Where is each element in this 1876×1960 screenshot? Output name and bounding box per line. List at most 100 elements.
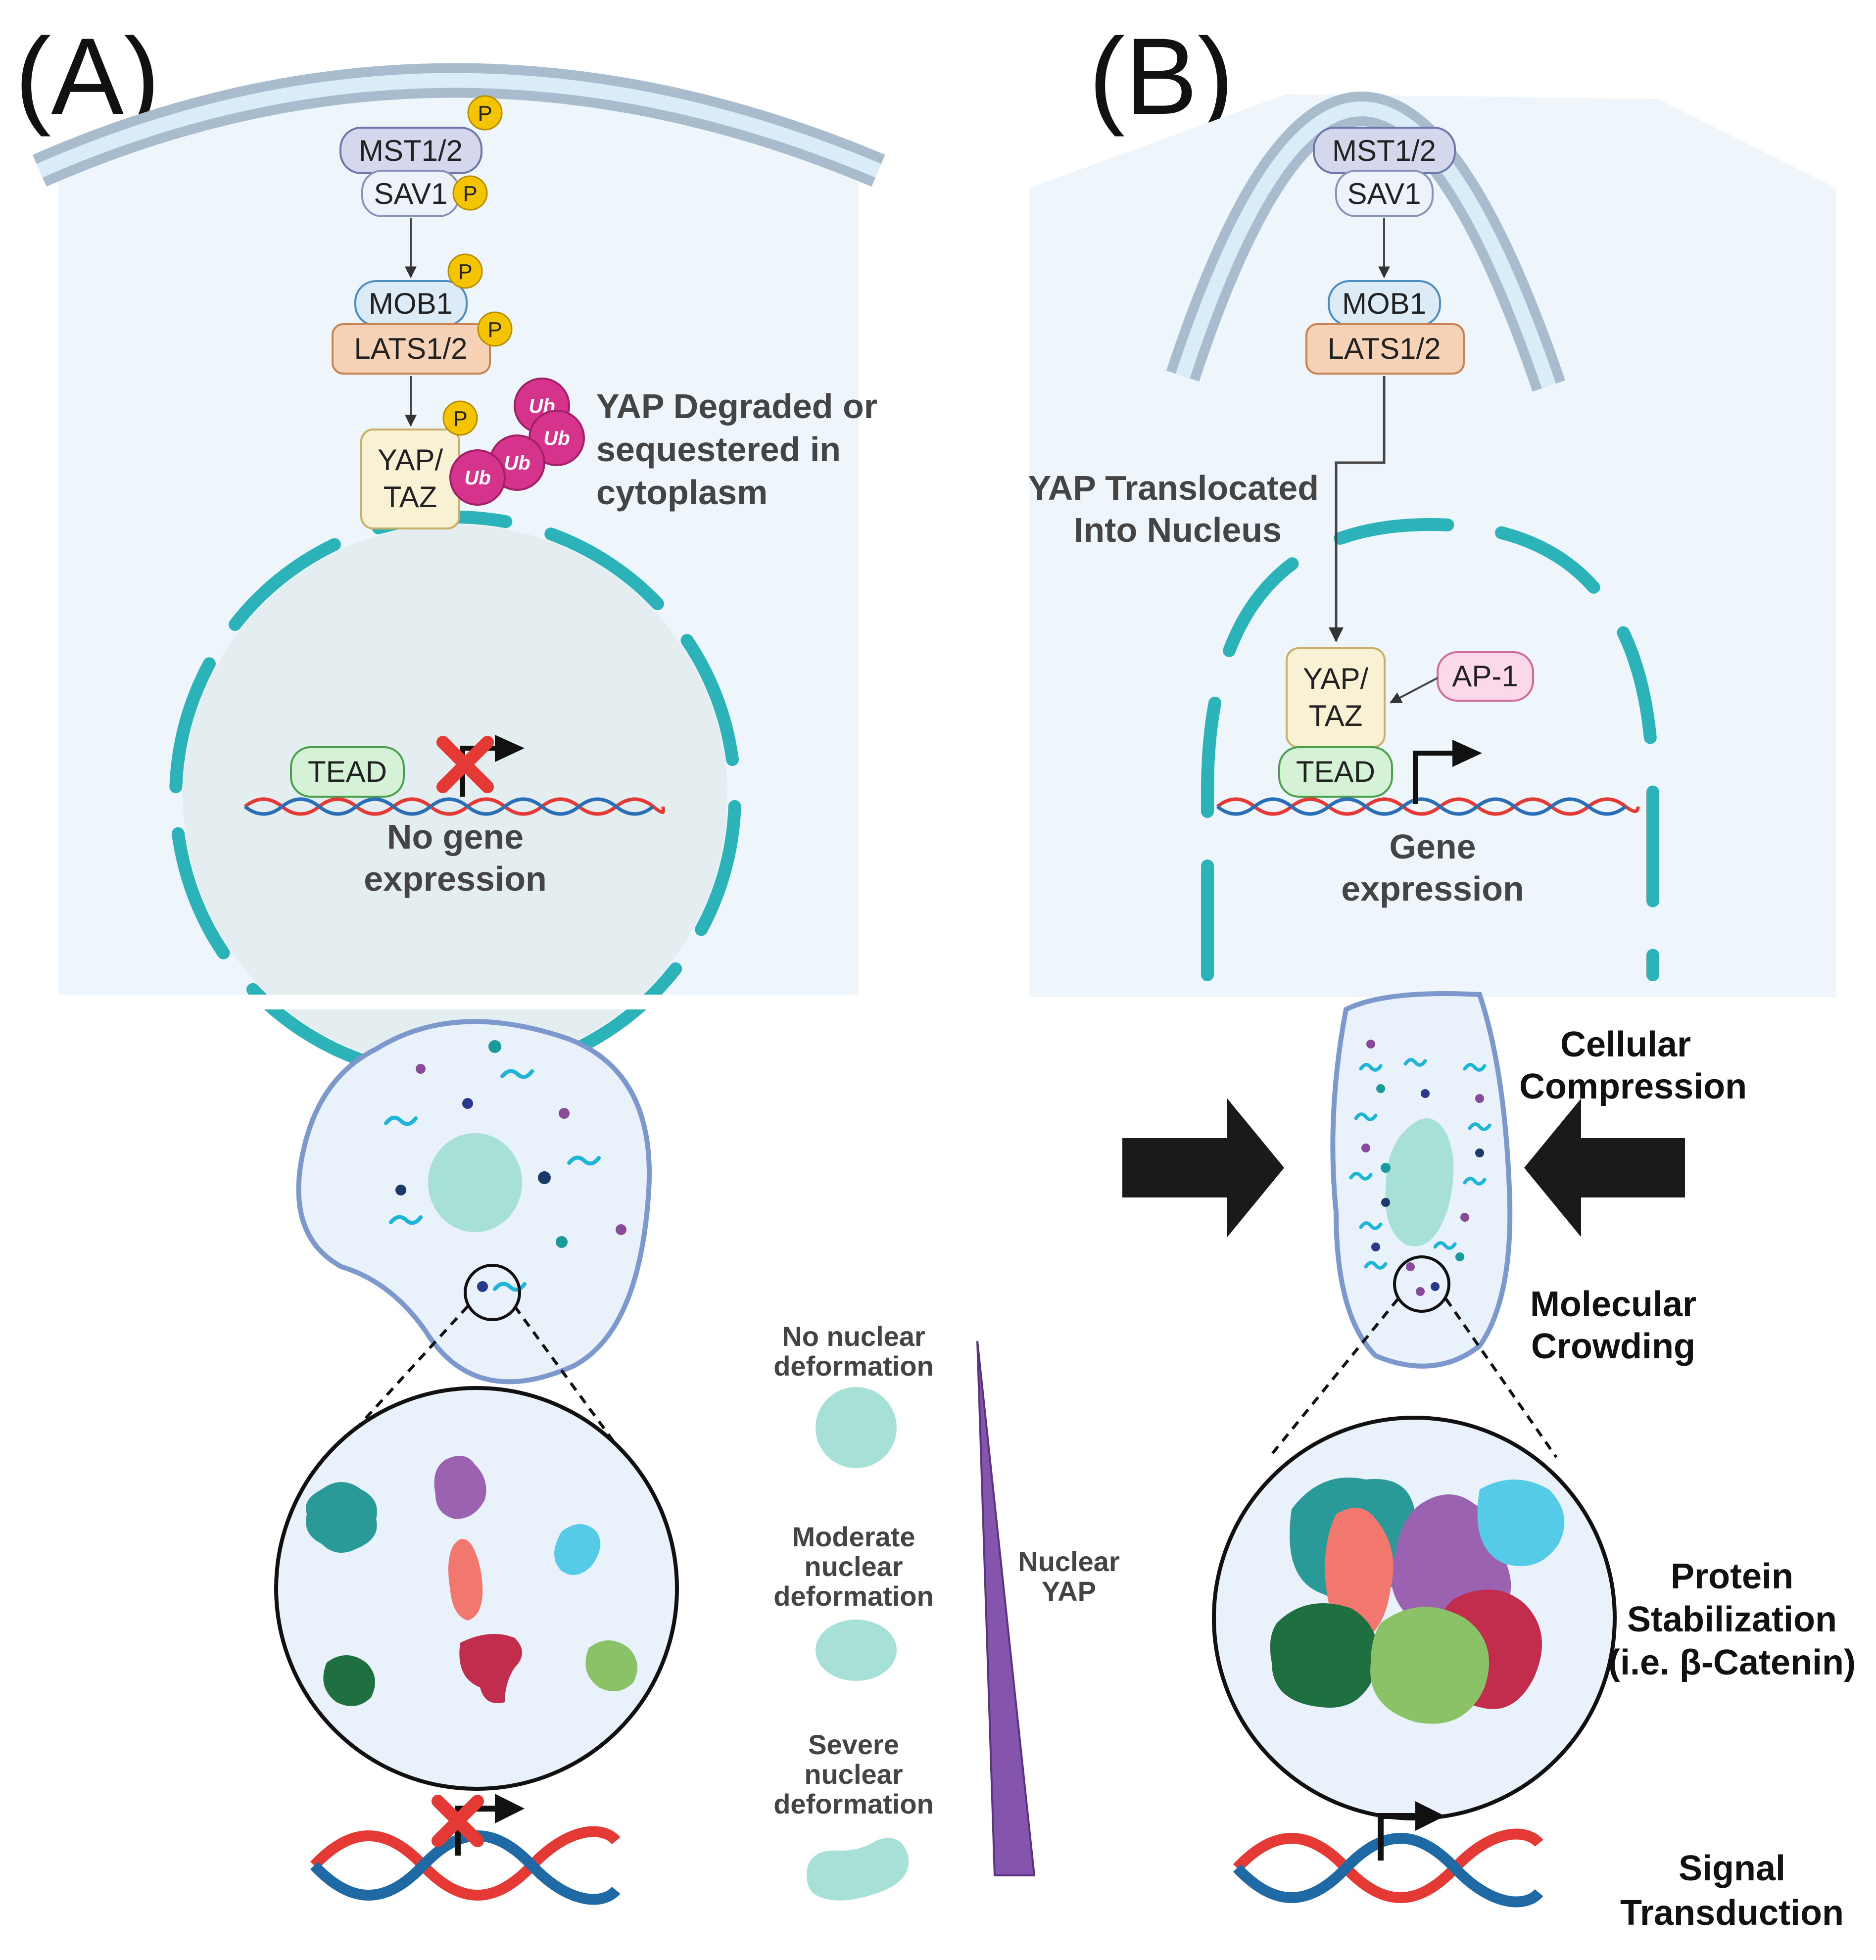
- blocked-dna-helix: [310, 1794, 621, 1905]
- protein-blob: [585, 1640, 637, 1691]
- tead-protein: TEAD: [1278, 746, 1393, 798]
- svg-text:YAP Degraded or: YAP Degraded or: [596, 387, 877, 426]
- cellular-compression-label: Cellular Compression: [1519, 1025, 1747, 1106]
- svg-text:AP-1: AP-1: [1452, 660, 1518, 693]
- protein-blob: [554, 1524, 600, 1575]
- round-nucleus-shape: [816, 1387, 897, 1468]
- svg-text:P: P: [478, 101, 492, 126]
- signal-transduction-label: Signal Transduction: [1620, 1849, 1844, 1933]
- round-nucleus: [428, 1133, 522, 1232]
- kidney-nucleus-shape: [807, 1838, 909, 1901]
- svg-text:Severe: Severe: [808, 1729, 899, 1760]
- molecular-crowding-label: Molecular Crowding: [1530, 1285, 1696, 1366]
- svg-text:YAP: YAP: [1042, 1576, 1096, 1607]
- panel-b: (B) MST1/2 SAV1 MOB1 LATS1/2 YAP Tra: [1028, 15, 1836, 997]
- svg-text:Molecular: Molecular: [1530, 1285, 1696, 1324]
- crowded-proteins-circle: [1212, 1416, 1617, 1820]
- svg-text:Signal: Signal: [1679, 1849, 1785, 1888]
- protein-blob: [1477, 1480, 1565, 1566]
- svg-text:YAP Translocated: YAP Translocated: [1028, 469, 1319, 507]
- round-cell: [296, 1019, 652, 1385]
- svg-text:LATS1/2: LATS1/2: [1327, 332, 1441, 365]
- ubiquitin-chain: Ub Ub Ub Ub: [449, 378, 585, 506]
- yap-translocated-label: YAP Translocated Into Nucleus: [1028, 469, 1319, 549]
- svg-text:nuclear: nuclear: [804, 1759, 903, 1790]
- zoom-line: [1444, 1298, 1558, 1458]
- protein-blob: [1370, 1607, 1489, 1724]
- svg-text:sequestered in: sequestered in: [596, 430, 841, 469]
- svg-text:Crowding: Crowding: [1531, 1327, 1695, 1366]
- compression-arrow-right: [1524, 1099, 1685, 1237]
- compression-arrow-left: [1122, 1099, 1284, 1237]
- phospho-icon: P: [477, 311, 513, 347]
- svg-text:Cellular: Cellular: [1560, 1025, 1691, 1064]
- mst1-2-protein: MST1/2: [1313, 127, 1456, 174]
- phospho-icon: P: [452, 175, 488, 211]
- protein-blob: [306, 1482, 377, 1553]
- dna-strand: [1216, 797, 1640, 816]
- gene-expression-label: Gene expression: [1341, 827, 1524, 908]
- protein-stabilization-label: Protein Stabilization (i.e. β-Catenin): [1608, 1557, 1856, 1682]
- active-dna-helix: [1233, 1801, 1543, 1908]
- svg-text:MST1/2: MST1/2: [359, 134, 463, 167]
- mob1-protein: MOB1: [354, 280, 468, 327]
- protein-blob: [323, 1655, 375, 1706]
- lats1-2-protein: LATS1/2: [332, 323, 491, 375]
- protein-blob: [434, 1456, 486, 1519]
- svg-text:YAP/: YAP/: [378, 443, 443, 477]
- svg-text:(i.e. β-Catenin): (i.e. β-Catenin): [1608, 1643, 1856, 1682]
- svg-text:Transduction: Transduction: [1620, 1893, 1844, 1933]
- svg-text:Moderate: Moderate: [792, 1521, 915, 1552]
- protein-blob: [448, 1539, 482, 1621]
- yap-taz-protein: YAP/ TAZ: [360, 429, 460, 529]
- dilute-proteins-circle: [274, 1386, 679, 1791]
- svg-text:Ub: Ub: [504, 452, 530, 474]
- svg-text:SAV1: SAV1: [1347, 177, 1421, 210]
- no-gene-expression-label: No gene expression: [364, 817, 547, 898]
- panel-b-nucleus: [1201, 518, 1659, 981]
- svg-text:MOB1: MOB1: [369, 287, 453, 320]
- zoom-circle: [464, 1264, 521, 1321]
- svg-text:Ub: Ub: [464, 467, 490, 489]
- svg-text:MOB1: MOB1: [1342, 287, 1426, 320]
- mob1-protein: MOB1: [1328, 280, 1441, 327]
- panel-b-cytoplasm: [1029, 94, 1836, 997]
- svg-text:deformation: deformation: [773, 1580, 934, 1612]
- svg-text:No nuclear: No nuclear: [782, 1321, 925, 1352]
- svg-text:Nuclear: Nuclear: [1018, 1546, 1119, 1577]
- yap-taz-protein: YAP/ TAZ: [1286, 647, 1386, 748]
- nuclear-deformation-legend: No nuclear deformation Moderate nuclear …: [773, 1321, 1120, 1901]
- svg-text:LATS1/2: LATS1/2: [354, 332, 467, 365]
- protein-blob: [459, 1634, 522, 1703]
- svg-text:P: P: [453, 407, 467, 431]
- svg-text:cytoplasm: cytoplasm: [596, 473, 768, 512]
- translocation-arrow: [1329, 376, 1386, 642]
- lats1-2-protein: LATS1/2: [1305, 323, 1465, 375]
- svg-text:SAV1: SAV1: [374, 177, 448, 210]
- ap1-arrow: [1389, 677, 1438, 704]
- panel-b-letter: (B): [1089, 15, 1234, 137]
- yap-degraded-label: YAP Degraded or sequestered in cytoplasm: [596, 387, 877, 512]
- phospho-icon: P: [442, 400, 478, 436]
- svg-text:TAZ: TAZ: [1309, 699, 1363, 732]
- svg-text:P: P: [458, 260, 472, 284]
- svg-text:Compression: Compression: [1519, 1067, 1747, 1106]
- protein-blob: [1270, 1603, 1378, 1708]
- zoom-circle: [1393, 1255, 1450, 1313]
- panel-a: (A) MST1/2 SAV1 P P MO: [15, 15, 885, 1083]
- dna-strand: [243, 797, 665, 816]
- svg-text:P: P: [463, 182, 477, 206]
- blocked-transcription-icon: [436, 735, 525, 797]
- ap-1-protein: AP-1: [1437, 651, 1534, 702]
- svg-text:YAP/: YAP/: [1303, 662, 1369, 695]
- compressed-nucleus: [1385, 1118, 1454, 1246]
- sav1-protein: SAV1: [361, 170, 460, 217]
- svg-text:Stabilization: Stabilization: [1627, 1600, 1837, 1639]
- svg-text:P: P: [487, 318, 502, 342]
- svg-text:TEAD: TEAD: [308, 755, 387, 788]
- svg-text:TAZ: TAZ: [384, 480, 437, 514]
- mst1-2-protein: MST1/2: [339, 127, 482, 174]
- nuclear-yap-gradient-triangle: [976, 1340, 1036, 1876]
- svg-text:Ub: Ub: [543, 428, 570, 449]
